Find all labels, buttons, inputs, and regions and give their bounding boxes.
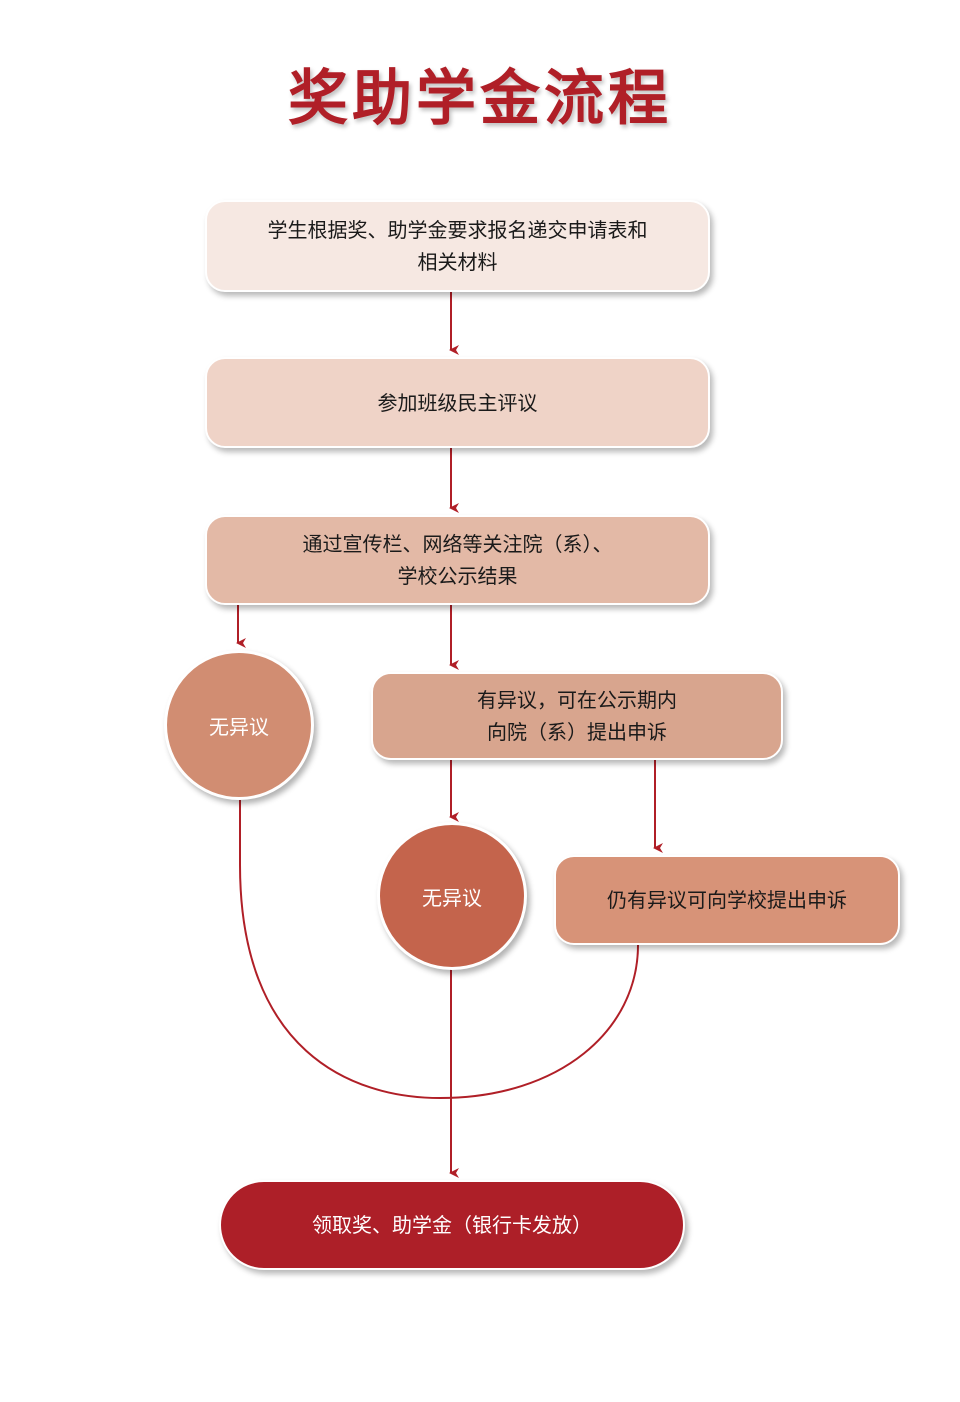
step-school-appeal: 仍有异议可向学校提出申诉 [554, 855, 900, 945]
step-receive: 领取奖、助学金（银行卡发放） [219, 1180, 685, 1270]
step-class-review: 参加班级民主评议 [205, 357, 710, 448]
arc-merge-connector [239, 800, 639, 1100]
node-no-objection-2: 无异议 [377, 822, 527, 970]
node-no-objection-1: 无异议 [164, 650, 314, 800]
page-title: 奖助学金流程 [288, 64, 672, 134]
step-publicity: 通过宣传栏、网络等关注院（系）、 学校公示结果 [205, 515, 710, 605]
step-apply: 学生根据奖、助学金要求报名递交申请表和 相关材料 [205, 200, 710, 292]
step-objection: 有异议，可在公示期内 向院（系）提出申诉 [371, 672, 783, 760]
